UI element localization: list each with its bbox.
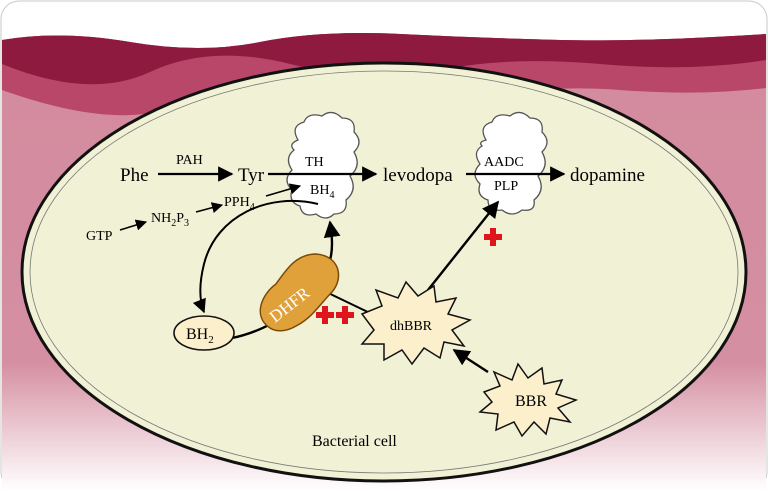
dhbbr-burst-icon (360, 280, 472, 366)
label-plp: PLP (494, 179, 518, 194)
label-phe: Phe (120, 165, 149, 186)
label-nh2p3: NH2P3 (151, 211, 189, 229)
tissue-dark-layer (2, 33, 766, 85)
label-bh2: BH2 (186, 326, 214, 346)
arrow-nh2p3-pph4 (195, 202, 224, 214)
label-bh4: BH4 (310, 183, 334, 201)
label-tyr: Tyr (238, 165, 265, 186)
label-dopamine: dopamine (570, 165, 645, 186)
plus-icon-dhfr-1 (316, 306, 334, 324)
plus-icon-dhfr-2 (336, 306, 354, 324)
label-pah: PAH (176, 153, 203, 168)
arrow-pph4-bh4 (265, 183, 302, 197)
label-gtp: GTP (86, 229, 113, 244)
bbr-burst-icon (478, 362, 579, 438)
arrow-bbr-to-dhbbr (452, 348, 489, 374)
aadc-cloud-icon (474, 111, 548, 215)
label-levodopa: levodopa (383, 165, 453, 186)
plus-icon-aadc (484, 228, 502, 246)
dhfr-enzyme (259, 253, 340, 332)
bacterial-cell (20, 61, 748, 483)
plus-signs (316, 228, 502, 324)
label-bacterial-cell: Bacterial cell (312, 433, 397, 450)
arrow-bh4-to-bh2 (192, 199, 319, 314)
arrow-dhbbr-to-aadc (427, 200, 500, 291)
bh2-node (173, 315, 235, 351)
arrow-gtp-nh2p3 (119, 219, 148, 231)
label-bbr: BBR (515, 393, 547, 410)
cell-inner-membrane (29, 70, 739, 474)
label-pph4: PPH4 (224, 195, 255, 213)
label-aadc: AADC (484, 155, 524, 170)
th-cloud-icon (286, 111, 360, 219)
label-dhbbr: dhBBR (390, 319, 433, 334)
label-th: TH (305, 155, 324, 170)
